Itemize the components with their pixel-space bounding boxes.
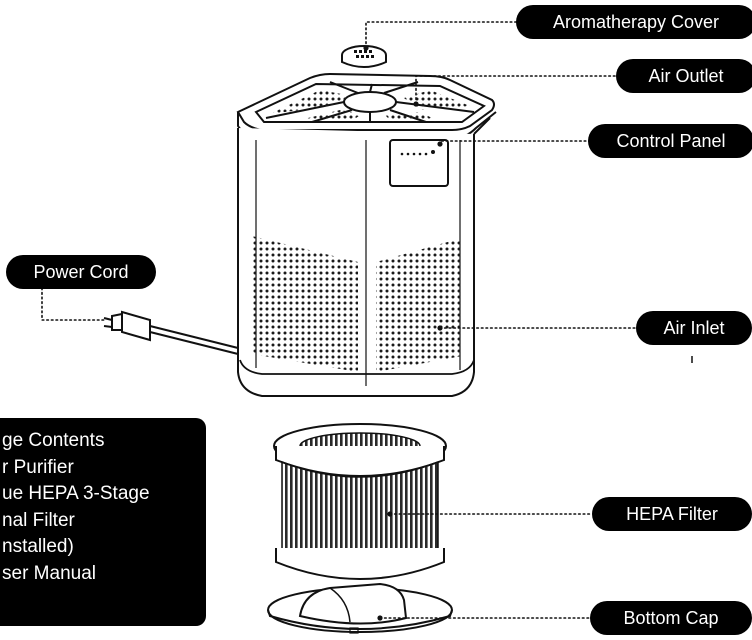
contents-line: ser Manual <box>2 562 96 584</box>
air-inlet-mesh <box>252 236 462 372</box>
bottom-cap-part <box>267 582 453 634</box>
contents-line: r Purifier <box>2 456 74 478</box>
leader-air-outlet <box>415 75 617 105</box>
callout-bottom-cap: Bottom Cap <box>590 601 752 635</box>
callout-air-outlet: Air Outlet <box>616 59 752 93</box>
callout-air-inlet: Air Inlet <box>636 311 752 345</box>
hepa-filter-part <box>273 423 447 580</box>
leader-aromatherapy <box>365 21 517 49</box>
contents-line: ue HEPA 3-Stage <box>2 483 150 504</box>
purifier-body <box>236 72 497 397</box>
control-panel-part <box>389 139 449 187</box>
contents-line: nstalled) <box>2 536 74 557</box>
callout-power-cord: Power Cord <box>6 255 156 289</box>
package-contents-box: ge Contents r Purifier ue HEPA 3-Stage n… <box>0 418 206 626</box>
aromatherapy-cover-part <box>341 45 387 68</box>
leader-power-cord <box>41 287 107 321</box>
contents-line: nal Filter <box>2 509 75 531</box>
contents-line: ge Contents <box>2 430 105 451</box>
power-cord-part <box>103 310 239 355</box>
callout-hepa-filter: HEPA Filter <box>592 497 752 531</box>
callout-aromatherapy-cover: Aromatherapy Cover <box>516 5 752 39</box>
leader-lines <box>41 21 637 619</box>
callout-control-panel: Control Panel <box>588 124 752 158</box>
